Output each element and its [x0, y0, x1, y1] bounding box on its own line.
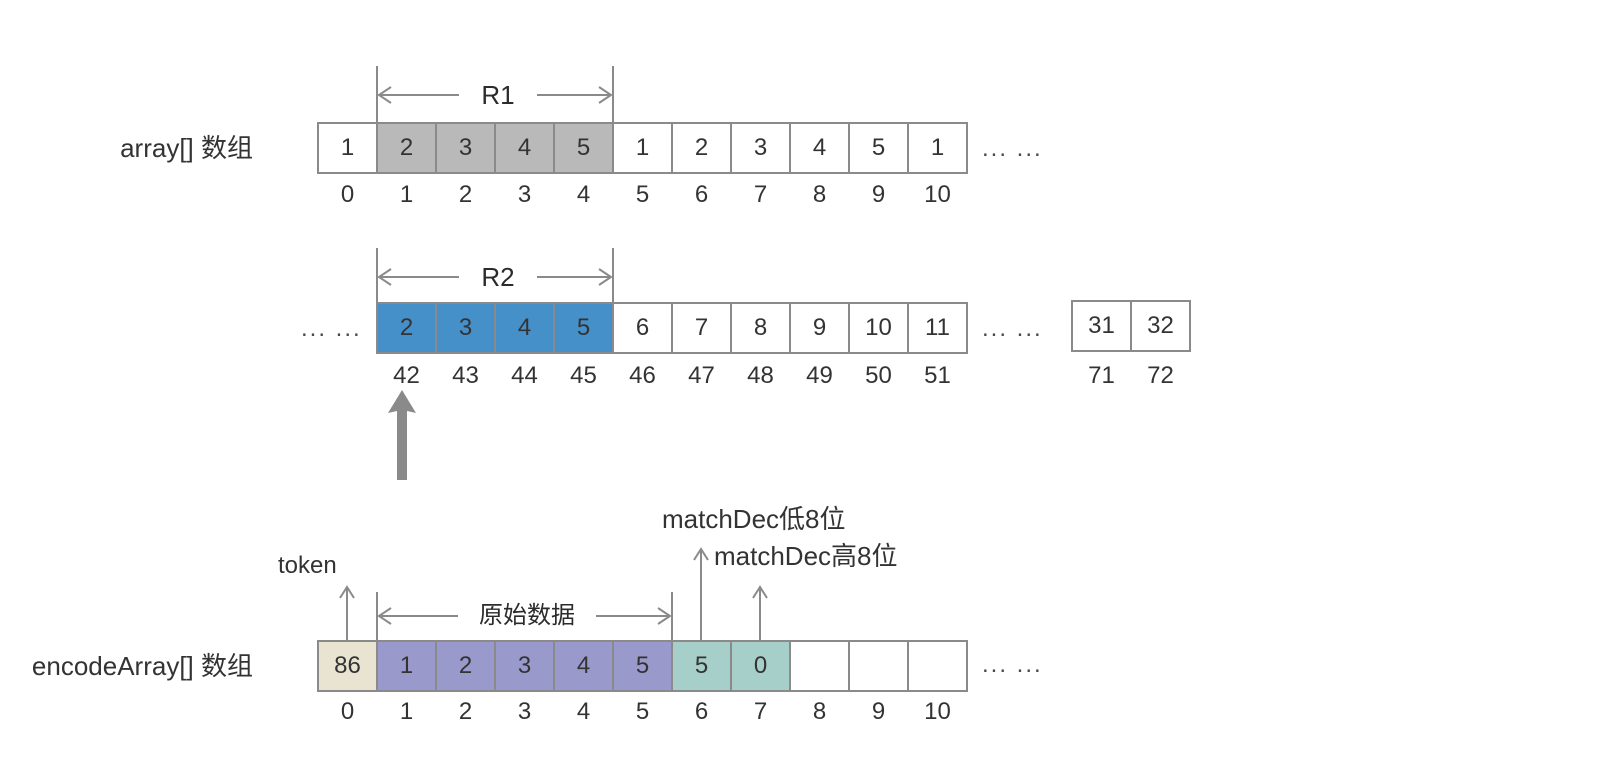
- array-index: 4: [576, 181, 591, 208]
- window-index: 46: [629, 362, 656, 389]
- window-index: 51: [924, 362, 951, 389]
- encode-array-indices: 0 1 2 3 4 5 6 7 8 9 10: [317, 698, 968, 726]
- array-cells: 1 2 3 4 5 1 2 3 4 5 1: [317, 122, 968, 174]
- array-index: 8: [812, 181, 827, 208]
- window-index: 49: [806, 362, 833, 389]
- array-index: 7: [753, 181, 768, 208]
- window-index: 43: [452, 362, 479, 389]
- encode-cell-raw: 4: [553, 640, 614, 692]
- encode-index: 3: [517, 698, 532, 725]
- token-label: token: [278, 552, 337, 579]
- encode-array-row-label: encodeArray[] 数组: [31, 651, 253, 681]
- encode-cell-matchdec: 0: [730, 640, 791, 692]
- encode-cell-raw: 2: [435, 640, 496, 692]
- encode-index: 1: [399, 698, 414, 725]
- array-cell: 3: [435, 122, 496, 174]
- encode-index: 7: [753, 698, 768, 725]
- match-position-arrow: [388, 390, 416, 480]
- encode-index: 5: [635, 698, 650, 725]
- array-cell: 4: [789, 122, 850, 174]
- array-ellipsis: ... ...: [982, 135, 1043, 162]
- window-cell: 2: [376, 302, 437, 354]
- window-index: 42: [393, 362, 420, 389]
- window-ellipsis-left: ... ...: [301, 315, 362, 342]
- array-cell: 3: [730, 122, 791, 174]
- window-cells: 2 3 4 5 6 7 8 9 10 11: [376, 302, 968, 354]
- window-cell: 3: [435, 302, 496, 354]
- match-high-label: matchDec高8位: [714, 541, 898, 571]
- window-index: 45: [570, 362, 597, 389]
- encode-index: 6: [694, 698, 709, 725]
- encode-index: 8: [812, 698, 827, 725]
- r2-label: R2: [459, 262, 537, 292]
- array-index: 5: [635, 181, 650, 208]
- encode-index: 9: [871, 698, 886, 725]
- array-indices: 0 1 2 3 4 5 6 7 8 9 10: [317, 181, 968, 209]
- array-index: 1: [399, 181, 414, 208]
- window-cell: 11: [907, 302, 968, 354]
- encode-index: 2: [458, 698, 473, 725]
- raw-data-label: 原始数据: [458, 601, 596, 631]
- array-row-label: array[] 数组: [120, 133, 253, 163]
- encode-cell-empty: [907, 640, 968, 692]
- array-cell: 1: [612, 122, 673, 174]
- encode-cell-token: 86: [317, 640, 378, 692]
- encode-index: 4: [576, 698, 591, 725]
- window-index: 48: [747, 362, 774, 389]
- array-index: 2: [458, 181, 473, 208]
- array-cell: 5: [553, 122, 614, 174]
- r1-label: R1: [459, 80, 537, 110]
- window-cell: 9: [789, 302, 850, 354]
- window-index: 71: [1088, 362, 1115, 389]
- token-arrow: [339, 585, 355, 640]
- window-index: 50: [865, 362, 892, 389]
- array-cell: 5: [848, 122, 909, 174]
- encode-cell-raw: 1: [376, 640, 437, 692]
- match-low-label: matchDec低8位: [662, 504, 846, 534]
- window-cell: 5: [553, 302, 614, 354]
- window-index: 72: [1147, 362, 1174, 389]
- match-low-arrow: [693, 547, 709, 640]
- array-index: 0: [340, 181, 355, 208]
- array-cell: 1: [317, 122, 378, 174]
- array-index: 9: [871, 181, 886, 208]
- array-index: 3: [517, 181, 532, 208]
- array-cell: 2: [376, 122, 437, 174]
- encode-index: 10: [924, 698, 951, 725]
- window-cell: 4: [494, 302, 555, 354]
- array-index: 10: [924, 181, 951, 208]
- window-index: 44: [511, 362, 538, 389]
- encode-cell-matchdec: 5: [671, 640, 732, 692]
- window-ellipsis-right: ... ...: [982, 315, 1043, 342]
- array-cell: 1: [907, 122, 968, 174]
- encode-array-cells: 86 1 2 3 4 5 5 0: [317, 640, 968, 692]
- window-cell: 6: [612, 302, 673, 354]
- match-high-arrow: [752, 585, 768, 640]
- encode-cell-raw: 5: [612, 640, 673, 692]
- window-cell: 7: [671, 302, 732, 354]
- window-cell: 31: [1071, 300, 1132, 352]
- array-cell: 4: [494, 122, 555, 174]
- window-cell: 32: [1130, 300, 1191, 352]
- window-cell: 8: [730, 302, 791, 354]
- encode-array-ellipsis: ... ...: [982, 651, 1043, 678]
- encode-cell-raw: 3: [494, 640, 555, 692]
- encode-index: 0: [340, 698, 355, 725]
- window-far-indices: 71 72: [1071, 362, 1191, 390]
- array-index: 6: [694, 181, 709, 208]
- array-cell: 2: [671, 122, 732, 174]
- window-cell: 10: [848, 302, 909, 354]
- window-far-cells: 31 32: [1071, 300, 1191, 352]
- encode-cell-empty: [789, 640, 850, 692]
- window-index: 47: [688, 362, 715, 389]
- window-indices: 42 43 44 45 46 47 48 49 50 51: [376, 362, 968, 390]
- encode-cell-empty: [848, 640, 909, 692]
